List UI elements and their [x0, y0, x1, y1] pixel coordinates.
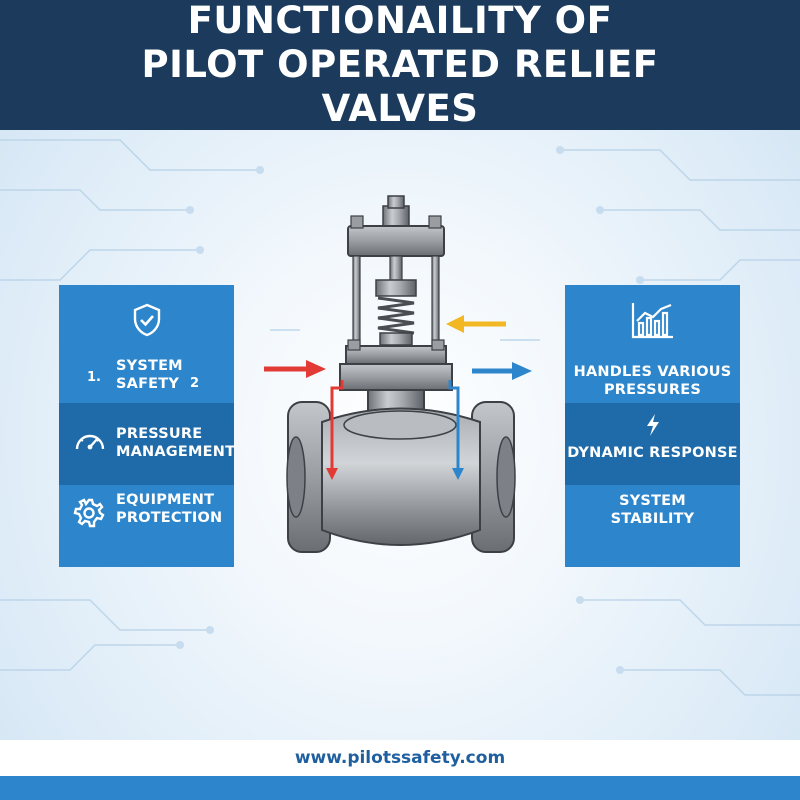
system-stability-label: SYSTEM STABILITY	[610, 493, 695, 527]
lightning-bolt-icon	[647, 414, 659, 436]
system-stability-band: SYSTEM STABILITY	[565, 485, 740, 567]
right-features-panel: HANDLES VARIOUS PRESSURES DYNAMIC RESPON…	[565, 285, 740, 567]
valve-bonnet	[339, 363, 453, 391]
circuit-pattern-decoration	[0, 139, 800, 696]
equipment-protection-label: EQUIPMENT PROTECTION	[116, 492, 223, 526]
gear-icon	[73, 498, 105, 528]
page-title: FUNCTIONAILITY OF PILOT OPERATED RELIEF …	[141, 0, 659, 130]
number-one-label: 1.	[87, 370, 101, 385]
footer-accent-bar	[0, 776, 800, 800]
dynamic-response-band: DYNAMIC RESPONSE	[565, 403, 740, 485]
footer: www.pilotssafety.com	[0, 740, 800, 776]
gauge-icon	[75, 434, 105, 450]
website-url-link[interactable]: www.pilotssafety.com	[294, 748, 506, 768]
system-safety-label: SYSTEM SAFETY	[116, 358, 183, 392]
inlet-flow-line	[330, 380, 344, 470]
valve-right-flange	[471, 401, 516, 553]
inlet-pressure-arrow	[264, 360, 326, 378]
number-two-label: 2	[190, 376, 200, 391]
valve-body	[321, 407, 481, 546]
outlet-flow-line	[448, 380, 460, 470]
shield-check-icon	[133, 303, 161, 337]
outlet-discharge-arrow	[472, 362, 532, 380]
pilot-operated-relief-valve-illustration	[286, 195, 516, 553]
valve-guide-rod-left	[352, 255, 361, 352]
valve-guide-rod-right	[431, 255, 440, 352]
equipment-protection-band: EQUIPMENT PROTECTION	[59, 485, 234, 567]
handles-pressures-label: HANDLES VARIOUS PRESSURES	[573, 364, 732, 398]
handles-pressures-band: HANDLES VARIOUS PRESSURES	[565, 285, 740, 403]
pilot-signal-arrow	[446, 315, 506, 333]
bar-chart-icon	[631, 303, 673, 339]
left-benefits-panel: 1. SYSTEM SAFETY 2 PRESSURE MANAGEMENT E…	[59, 285, 236, 567]
pressure-management-band: PRESSURE MANAGEMENT	[59, 403, 236, 485]
valve-top-plate	[347, 225, 445, 257]
valve-top-bolt	[382, 195, 410, 227]
pressure-management-label: PRESSURE MANAGEMENT	[116, 426, 236, 460]
valve-spring	[377, 296, 415, 335]
dynamic-response-label: DYNAMIC RESPONSE	[567, 445, 738, 461]
header-bar: FUNCTIONAILITY OF PILOT OPERATED RELIEF …	[0, 0, 800, 130]
system-safety-band: 1. SYSTEM SAFETY 2	[59, 285, 234, 403]
